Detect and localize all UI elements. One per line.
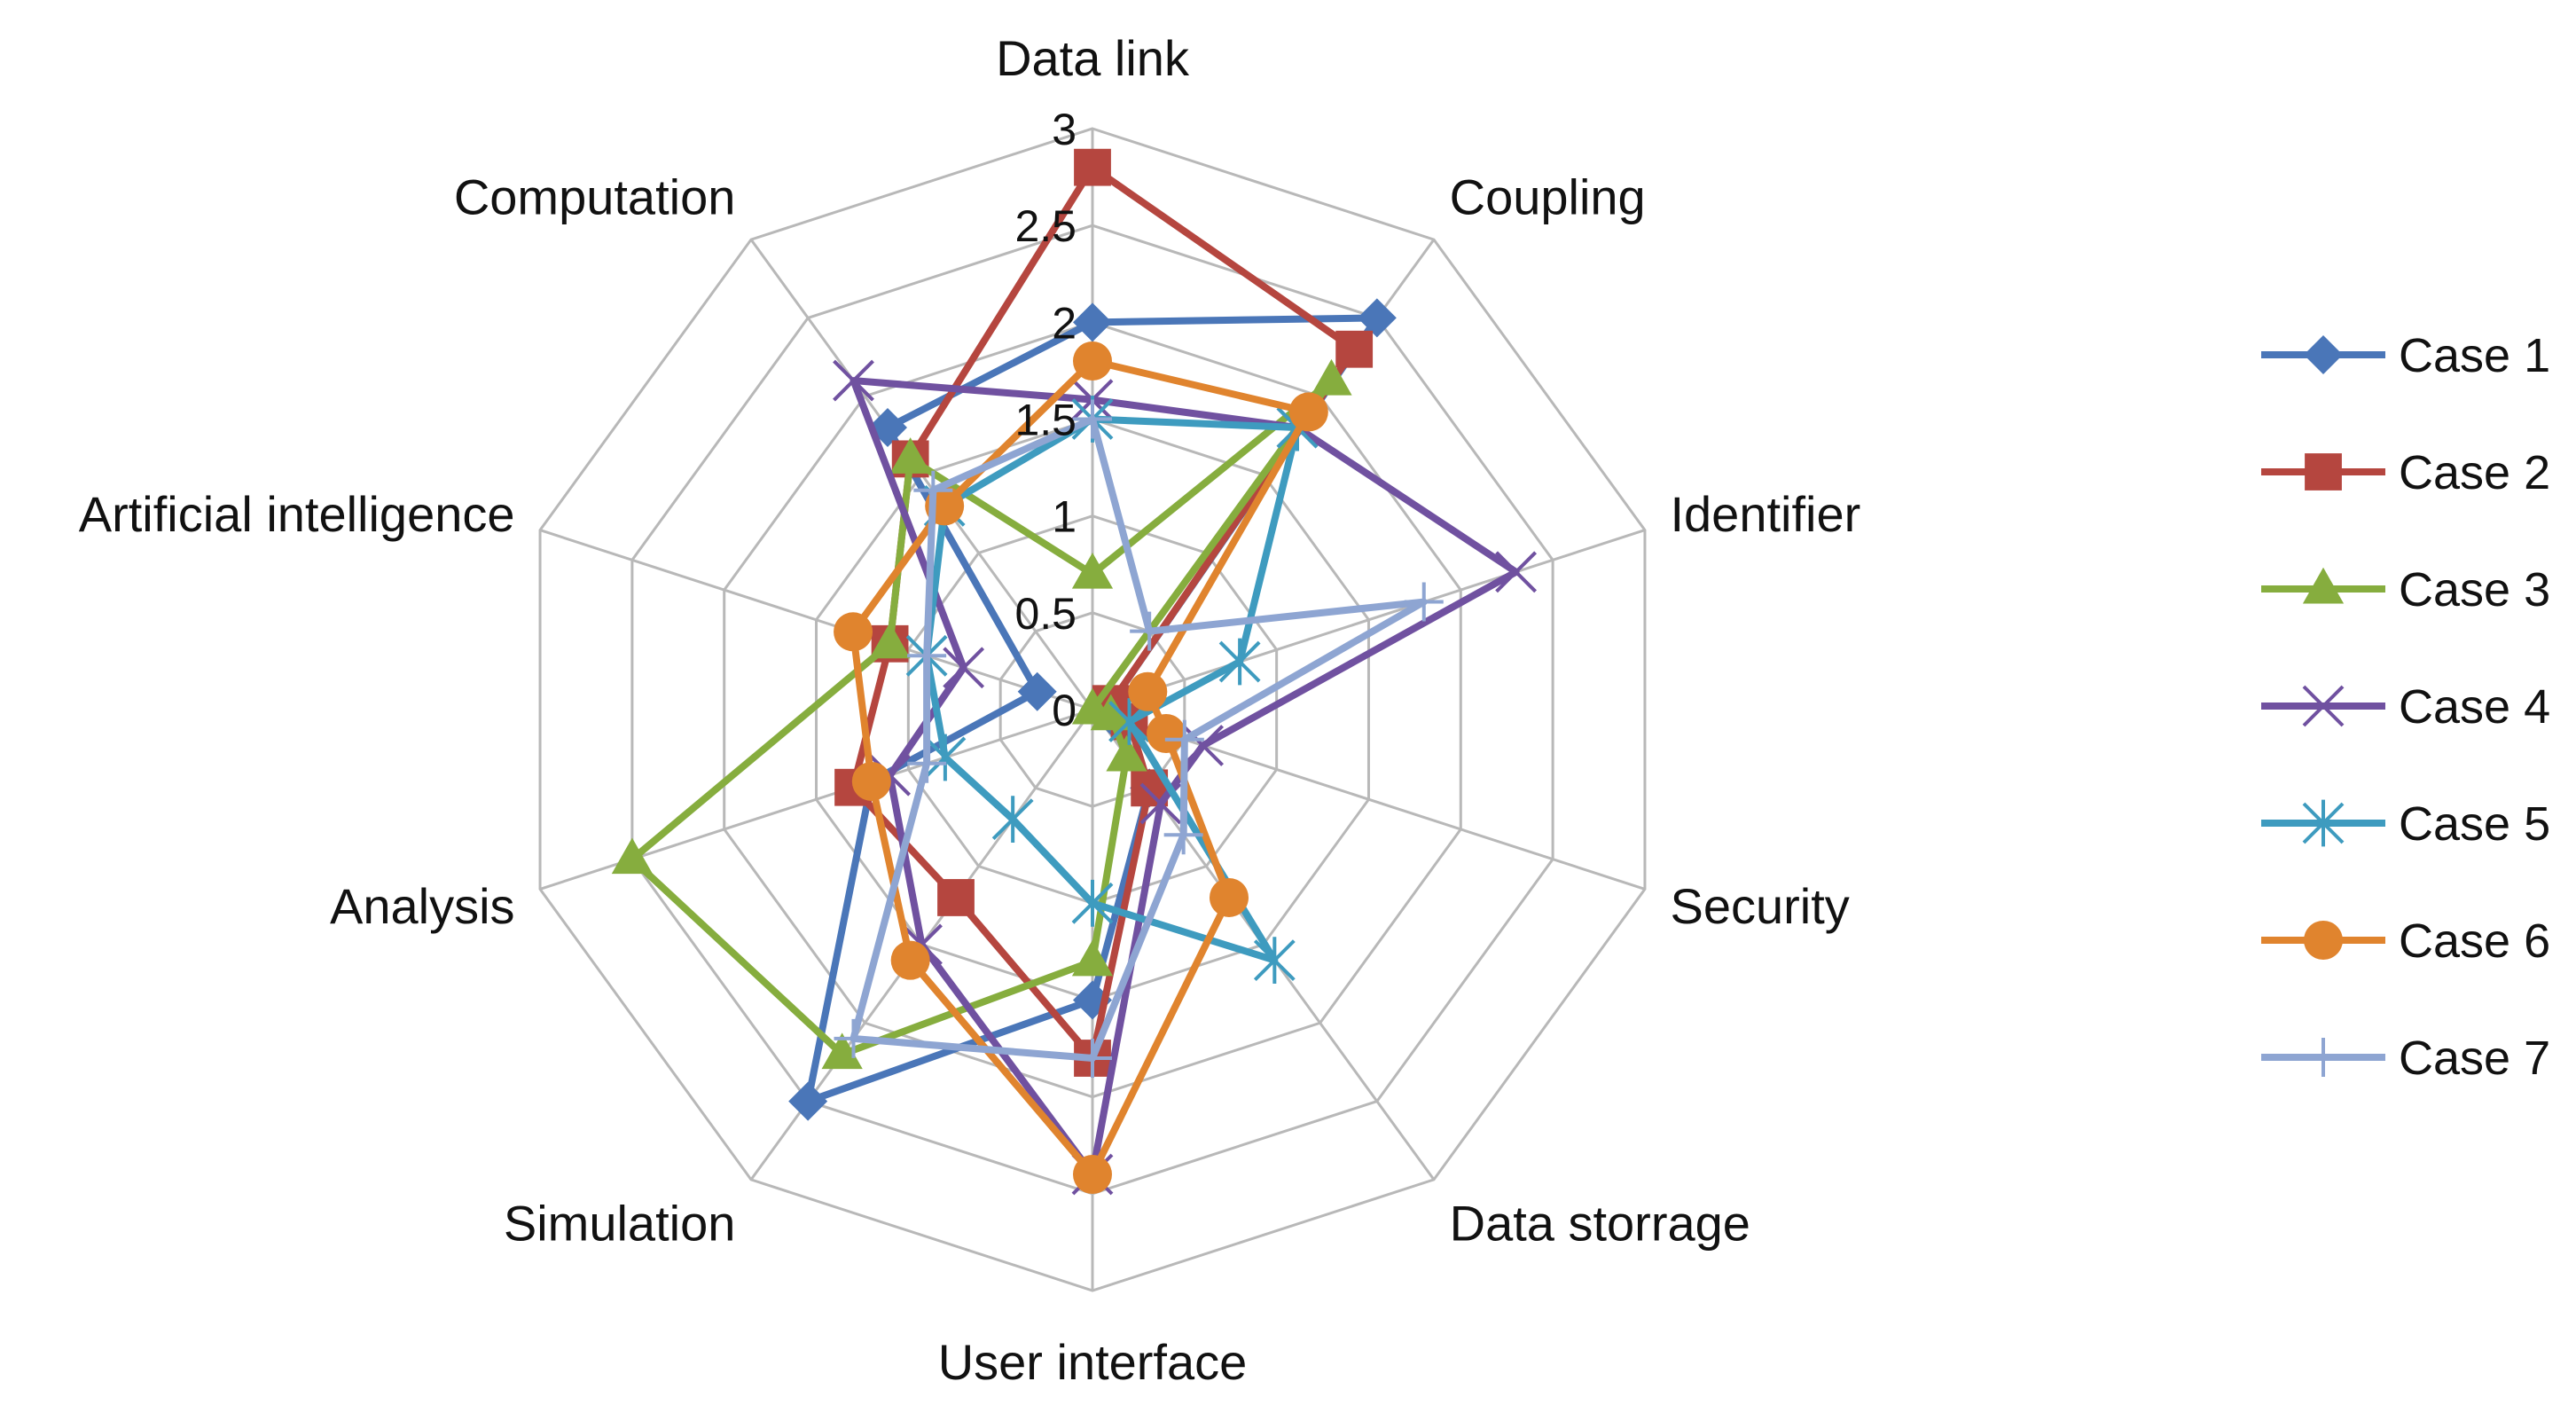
- series-layer: [611, 148, 1538, 1196]
- legend-item-case-1: Case 1: [2261, 329, 2550, 382]
- series-marker-circle: [890, 940, 930, 980]
- tick-label: 2.5: [1014, 201, 1077, 251]
- axis-label: Artificial intelligence: [79, 486, 515, 542]
- axis-label: Computation: [454, 169, 736, 225]
- series-marker-x: [943, 647, 985, 689]
- legend-item-case-4: Case 4: [2261, 680, 2550, 734]
- series-marker-plus: [1130, 611, 1170, 651]
- series-marker-square: [937, 879, 975, 916]
- series-marker-triangle: [821, 1032, 863, 1070]
- series-marker-plus: [907, 743, 947, 783]
- series-marker-plus: [1163, 815, 1203, 855]
- series-marker-triangle: [1071, 939, 1114, 977]
- series-marker-x: [833, 359, 874, 402]
- series-marker-square: [2305, 453, 2342, 491]
- series-marker-circle: [1128, 671, 1168, 711]
- tick-label: 0: [1052, 686, 1077, 735]
- series-marker-plus: [1164, 719, 1204, 759]
- series-marker-triangle: [2302, 567, 2345, 604]
- series-marker-star: [1071, 879, 1114, 927]
- tick-label: 1.5: [1014, 396, 1077, 445]
- axis-label: Security: [1670, 878, 1849, 934]
- series-marker-plus: [2304, 1038, 2343, 1077]
- series-marker-star: [2302, 799, 2345, 847]
- series-marker-plus: [913, 470, 953, 510]
- series-marker-star: [924, 734, 967, 781]
- axis-label: Coupling: [1450, 169, 1646, 225]
- axis-spoke: [539, 529, 1093, 711]
- axis-label: Identifier: [1670, 486, 1860, 542]
- series-marker-circle: [2304, 921, 2343, 960]
- axis-spoke: [1092, 529, 1646, 711]
- legend-label: Case 5: [2399, 797, 2550, 851]
- series-marker-triangle: [869, 622, 911, 659]
- tick-label: 0.5: [1014, 589, 1077, 639]
- axis-label: Data link: [996, 30, 1190, 86]
- series-marker-plus: [907, 636, 947, 676]
- series-marker-circle: [834, 612, 873, 652]
- series-marker-square: [1335, 330, 1374, 368]
- tick-label: 2: [1052, 298, 1077, 348]
- series-marker-circle: [1209, 877, 1249, 917]
- series-marker-diamond: [2304, 335, 2343, 374]
- axis-label: Analysis: [330, 878, 515, 934]
- series-marker-plus: [834, 1018, 873, 1058]
- series-case-6: [834, 341, 1328, 1194]
- legend-label: Case 7: [2399, 1032, 2550, 1085]
- label-layer: 0 0.5 1 1.5 2 2.5 3 Data linkCouplingIdentifier…: [79, 30, 1861, 1390]
- legend-item-case-5: Case 5: [2261, 797, 2550, 851]
- series-marker-diamond: [1017, 671, 1057, 711]
- legend-item-case-2: Case 2: [2261, 446, 2550, 499]
- series-marker-x: [1495, 551, 1538, 593]
- series-marker-triangle: [611, 837, 653, 875]
- series-marker-square: [1074, 148, 1111, 186]
- series-marker-plus: [1073, 399, 1112, 439]
- legend-item-case-3: Case 3: [2261, 563, 2550, 616]
- legend-label: Case 1: [2399, 329, 2550, 382]
- series-marker-plus: [1073, 1039, 1112, 1078]
- series-marker-diamond: [788, 1081, 828, 1121]
- series-marker-x: [2302, 685, 2345, 727]
- legend-item-case-7: Case 7: [2261, 1032, 2550, 1085]
- series-marker-star: [1218, 638, 1261, 686]
- series-marker-star: [991, 796, 1034, 844]
- legend-label: Case 3: [2399, 563, 2550, 616]
- legend-label: Case 6: [2399, 914, 2550, 968]
- series-marker-triangle: [889, 437, 931, 474]
- series-marker-triangle: [1071, 552, 1114, 589]
- series-marker-circle: [851, 761, 891, 801]
- series-marker-diamond: [1073, 302, 1112, 342]
- tick-label: 1: [1052, 492, 1077, 542]
- series-marker-diamond: [1357, 298, 1397, 338]
- series-marker-triangle: [1090, 694, 1131, 731]
- series-marker-plus: [1404, 582, 1444, 622]
- legend: Case 1 Case 2 Case 3 Case 4 Case 5 Case 6 Case…: [2261, 329, 2550, 1085]
- series-marker-triangle: [1106, 734, 1147, 772]
- series-marker-circle: [1147, 713, 1186, 753]
- axis-label: Simulation: [504, 1195, 735, 1251]
- tick-label: 3: [1052, 105, 1077, 154]
- axis-label: User interface: [938, 1334, 1248, 1390]
- axis-label: Data storrage: [1450, 1195, 1750, 1251]
- series-marker-star: [1253, 937, 1296, 985]
- legend-label: Case 4: [2399, 680, 2550, 734]
- series-case-7: [834, 399, 1444, 1078]
- series-case-3: [611, 358, 1352, 1070]
- series-marker-circle: [1073, 341, 1112, 381]
- series-marker-triangle: [1311, 358, 1352, 396]
- series-marker-circle: [1073, 1155, 1112, 1194]
- legend-label: Case 2: [2399, 446, 2550, 499]
- legend-item-case-6: Case 6: [2261, 914, 2550, 968]
- series-marker-circle: [1288, 392, 1328, 432]
